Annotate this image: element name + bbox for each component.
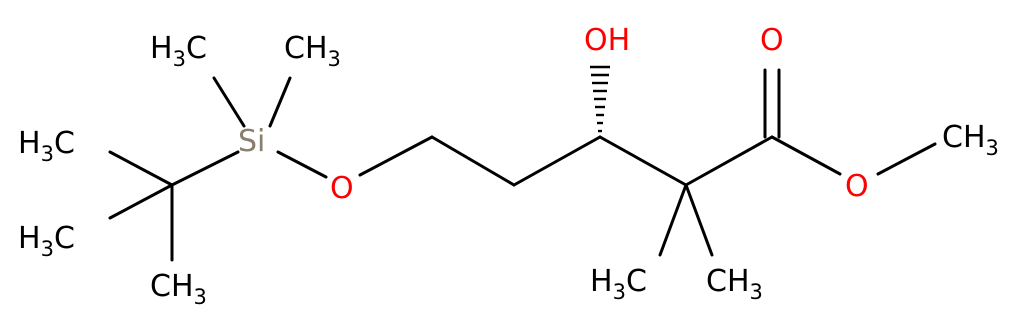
bond-c2-me-left <box>658 183 688 257</box>
methyl-ch3-gem: CH3 <box>706 264 763 304</box>
bonds <box>108 68 937 262</box>
methyl-ch3-bottom-left: CH3 <box>150 269 207 309</box>
bond-cq-ch3-lower <box>108 183 174 220</box>
bond-c5-c4 <box>430 135 516 187</box>
methyl-h3c-left-lower: H3C <box>18 221 75 261</box>
hashed-wedge-bond <box>590 65 610 133</box>
bond-o-ester-ch3 <box>876 142 937 176</box>
methyl-h3c-gem: H3C <box>590 264 647 304</box>
atom-labels: Si O OH O O H3C CH3 H3C H3C CH3 H3C CH3 … <box>18 23 999 309</box>
bond-si-ch3-top-left <box>212 76 246 128</box>
bond-o-c5 <box>358 135 434 177</box>
atom-o-ester: O <box>845 169 869 204</box>
atom-o-ether: O <box>330 171 354 206</box>
methyl-ch3-top-right: CH3 <box>284 31 341 71</box>
bond-si-ch3-top-right <box>268 76 292 128</box>
methyl-h3c-top-left: H3C <box>150 31 207 71</box>
bond-c4-c3 <box>512 135 602 187</box>
atom-oh: OH <box>584 23 630 58</box>
methyl-ch3-ester: CH3 <box>942 120 999 160</box>
bond-c3-c2 <box>598 135 688 187</box>
bond-si-cq <box>170 150 240 187</box>
bond-cq-ch3-upper <box>108 150 174 187</box>
atom-o-carbonyl: O <box>760 23 784 58</box>
bond-si-o <box>276 150 328 179</box>
atom-si: Si <box>238 124 265 159</box>
methyl-h3c-left-upper: H3C <box>18 126 75 166</box>
bond-c2-c1 <box>684 135 774 187</box>
bond-c2-me-right <box>684 183 714 257</box>
bond-c1-o-ester <box>770 135 842 176</box>
